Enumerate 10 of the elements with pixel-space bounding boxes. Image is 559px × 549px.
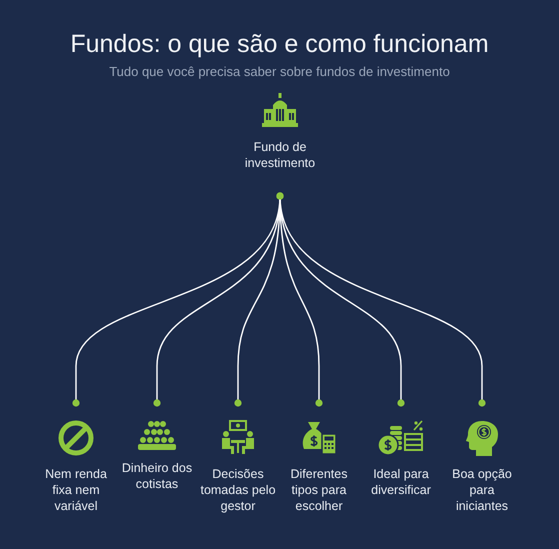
node-label: Nem renda fixa nem variável	[44, 466, 108, 514]
node-label: Boa opção para iniciantes	[451, 466, 513, 514]
node-label: Ideal para diversificar	[370, 466, 432, 498]
subtitle: Tudo que você precisa saber sobre fundos de investimento	[108, 64, 451, 79]
title: Fundos: o que são e como funcionam	[69, 30, 490, 59]
node-label: Fundo de investimento	[244, 139, 316, 171]
connector-line	[276, 192, 486, 407]
node-label: Decisões tomadas pelo gestor	[199, 466, 277, 514]
node-label: Dinheiro dos cotistas	[120, 460, 194, 492]
node-label: Diferentes tipos para escolher	[290, 466, 348, 514]
